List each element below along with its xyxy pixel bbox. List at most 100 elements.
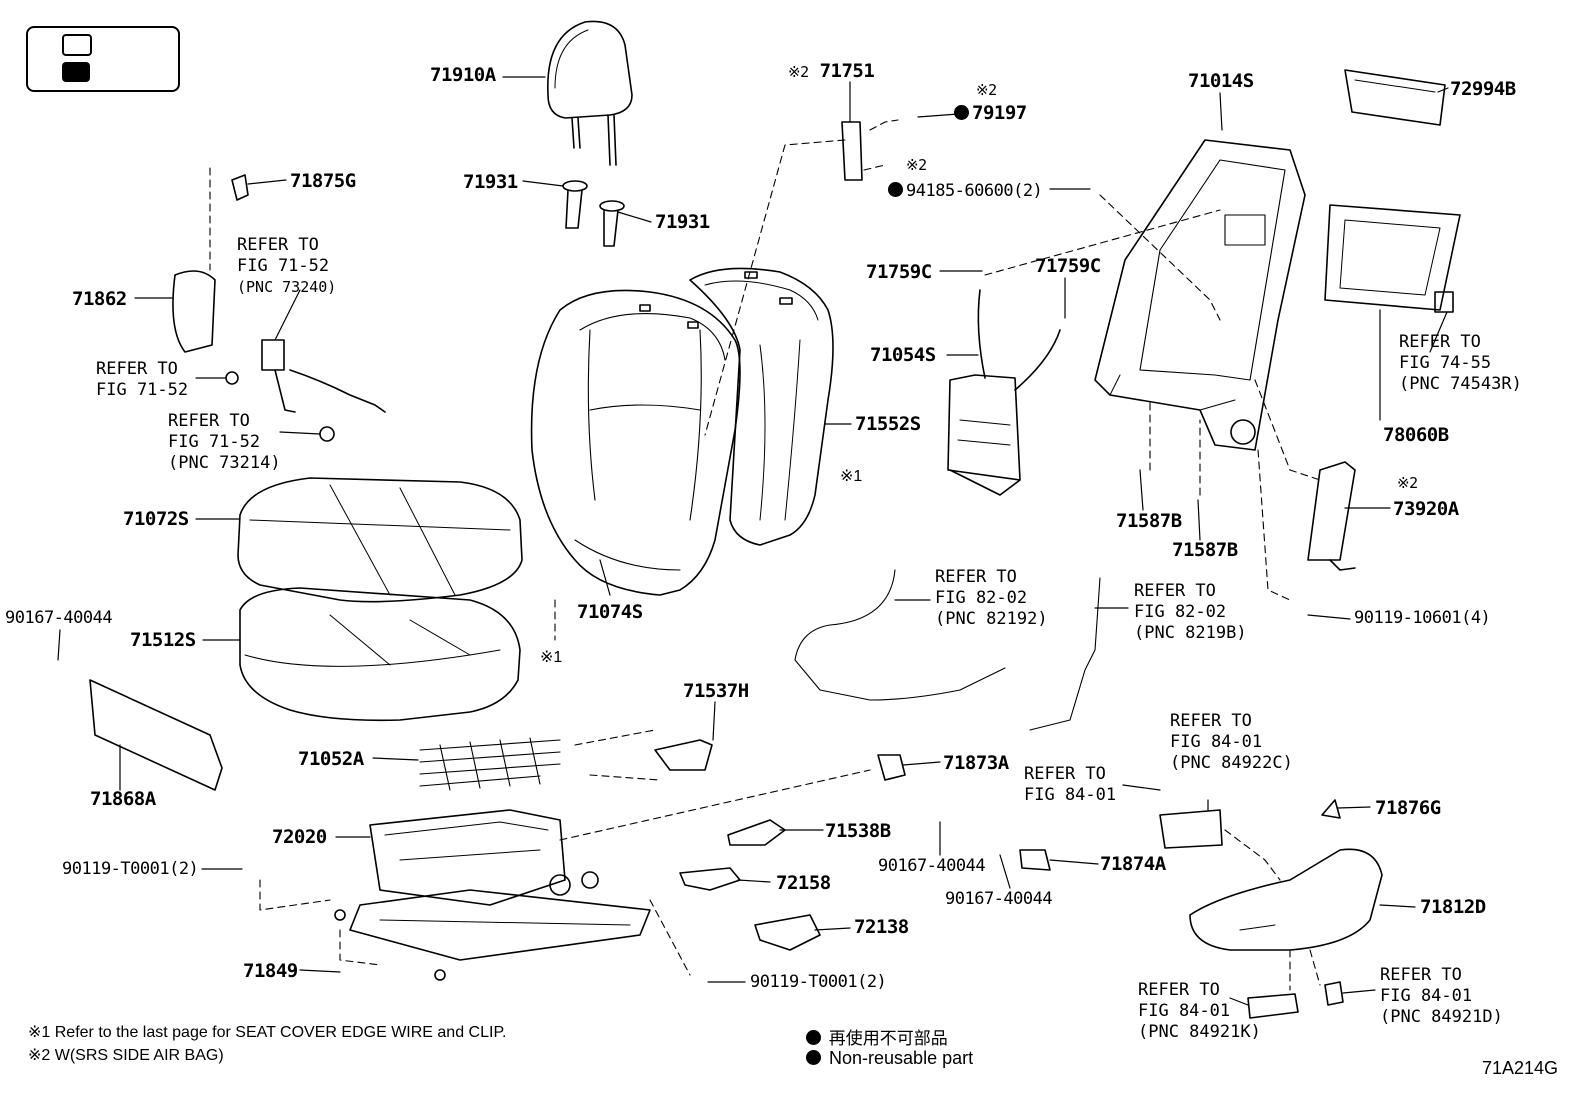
- legend-non-reusable-en: Non-reusable part: [806, 1048, 973, 1069]
- airbag-illustration: [1307, 461, 1356, 571]
- part-label-headrest[interactable]: 71910A: [430, 64, 496, 86]
- refer-line: FIG 84-01: [1170, 732, 1263, 752]
- part-label-bolt-front[interactable]: 90119-T0001(2): [62, 859, 199, 879]
- refer-line: REFER TO: [168, 411, 250, 431]
- refer-line: FIG 71-52: [168, 432, 261, 452]
- part-label-adjuster[interactable]: 72020: [272, 826, 327, 848]
- small-bracket-illustrations: [654, 121, 1344, 1019]
- part-label-cushion-cover[interactable]: 71072S: [123, 508, 189, 530]
- refer-line: REFER TO: [935, 567, 1017, 587]
- refer-line: (PNC 73240): [237, 278, 337, 296]
- part-label-seatback-pad[interactable]: 71552S: [855, 413, 921, 435]
- part-label-bracket-small[interactable]: 72158: [776, 872, 831, 894]
- refer-line: (PNC 74543R): [1399, 374, 1522, 394]
- refer-line: FIG 71-52: [96, 380, 189, 400]
- part-label-screw-2[interactable]: 90167-40044: [878, 856, 986, 876]
- part-label-spring[interactable]: 71052A: [298, 748, 364, 770]
- refer-line: REFER TO: [1138, 980, 1220, 1000]
- footnote-note2: ※2 W(SRS SIDE AIR BAG): [28, 1047, 224, 1064]
- refer-line: REFER TO: [1380, 965, 1462, 985]
- note1-marker-seatback: ※1: [840, 468, 863, 485]
- note2-marker: ※2: [1397, 474, 1418, 492]
- part-number: 71751: [819, 60, 875, 82]
- refer-line: REFER TO: [237, 235, 319, 255]
- refer-line: REFER TO: [1134, 581, 1216, 601]
- shield-outer-illustration: [1189, 848, 1383, 951]
- refer-line: FIG 84-01: [1024, 785, 1117, 805]
- part-label-bracket-low[interactable]: 71538B: [825, 820, 891, 842]
- part-label-cover-plate[interactable]: 72138: [854, 916, 909, 938]
- part-label-back-board[interactable]: 78060B: [1383, 424, 1449, 446]
- refer-line: REFER TO: [1024, 764, 1106, 784]
- refer-line: (PNC 8219B): [1134, 623, 1247, 643]
- part-label-clip-frame-right[interactable]: 71587B: [1172, 539, 1238, 561]
- part-label-shield-outer[interactable]: 71812D: [1420, 896, 1486, 918]
- part-label-headrest-guide-1[interactable]: 71931: [463, 171, 518, 193]
- trim-upper-illustration: [1344, 69, 1446, 126]
- legend-filled-square-icon: [62, 62, 90, 82]
- part-number: 73920A: [1393, 498, 1459, 520]
- refer-line: FIG 84-01: [1380, 986, 1473, 1006]
- part-label-bolt-airbag[interactable]: 90119-10601(4): [1354, 608, 1491, 628]
- refer-line: FIG 82-02: [935, 588, 1028, 608]
- spring-illustration: [419, 737, 561, 791]
- part-label-headrest-guide-2[interactable]: 71931: [655, 211, 710, 233]
- part-label-knob-cover[interactable]: 71876G: [1375, 797, 1441, 819]
- seatback-frame-illustration: [1094, 139, 1306, 451]
- part-label-hinge-cover[interactable]: 71862: [72, 288, 127, 310]
- headrest-guide-illustrations: [562, 180, 625, 247]
- part-label-bracket-top[interactable]: ※2 71751: [788, 60, 875, 82]
- back-board-illustration: [1324, 204, 1461, 313]
- cushion-pad-illustration: [239, 587, 521, 722]
- seatback-pad-illustration: [689, 267, 834, 546]
- part-label-leg-cover[interactable]: 71849: [243, 960, 298, 982]
- part-label-trim-upper[interactable]: 72994B: [1450, 78, 1516, 100]
- part-label-bracket-harness[interactable]: 71873A: [943, 752, 1009, 774]
- part-label-cushion-pad[interactable]: 71512S: [130, 629, 196, 651]
- hinge-cover-illustrations: [172, 174, 249, 353]
- part-label-shield-inner[interactable]: 71868A: [90, 788, 156, 810]
- refer-line: FIG 71-52: [237, 256, 330, 276]
- refer-line: REFER TO: [96, 359, 178, 379]
- refer-line: (PNC 84921K): [1138, 1022, 1261, 1042]
- part-label-clip-right[interactable]: 71759C: [1035, 255, 1101, 277]
- part-label-hinge-cover-small[interactable]: 71875G: [290, 170, 356, 192]
- part-label-bracket-shield[interactable]: 71874A: [1100, 853, 1166, 875]
- refer-line: (PNC 84921D): [1380, 1007, 1503, 1027]
- part-label-seatback-cover[interactable]: 71074S: [577, 601, 643, 623]
- part-label-clip-left[interactable]: 71759C: [866, 261, 932, 283]
- refer-line: FIG 74-55: [1399, 353, 1492, 373]
- part-label-bolt-rear[interactable]: 90119-T0001(2): [750, 972, 887, 992]
- part-label-screw-1[interactable]: 90167-40044: [5, 608, 113, 628]
- leader-lines: [57, 76, 1449, 1006]
- legend-non-reusable-jp: 再使用不可部品: [806, 1024, 948, 1049]
- part-label-bracket-mid[interactable]: 71537H: [683, 680, 749, 702]
- part-label-seatback-frame[interactable]: 71014S: [1188, 70, 1254, 92]
- non-reusable-dot-icon: [954, 105, 969, 120]
- footnote-note1: ※1 Refer to the last page for SEAT COVER…: [28, 1024, 507, 1041]
- part-label-lumbar-support[interactable]: 71054S: [870, 344, 936, 366]
- refer-line: REFER TO: [1399, 332, 1481, 352]
- part-label-screw-3[interactable]: 90167-40044: [945, 889, 1053, 909]
- dashed-lines: [209, 119, 1321, 991]
- note1-marker-cushion: ※1: [540, 649, 563, 666]
- legend-text: 再使用不可部品: [828, 1029, 948, 1048]
- figure-code: 71A214G: [1482, 1058, 1559, 1078]
- headrest-illustration: [547, 20, 633, 166]
- part-label-clip-frame-left[interactable]: 71587B: [1116, 510, 1182, 532]
- note2-marker: ※2: [906, 156, 927, 174]
- note2-marker: ※2: [976, 81, 997, 99]
